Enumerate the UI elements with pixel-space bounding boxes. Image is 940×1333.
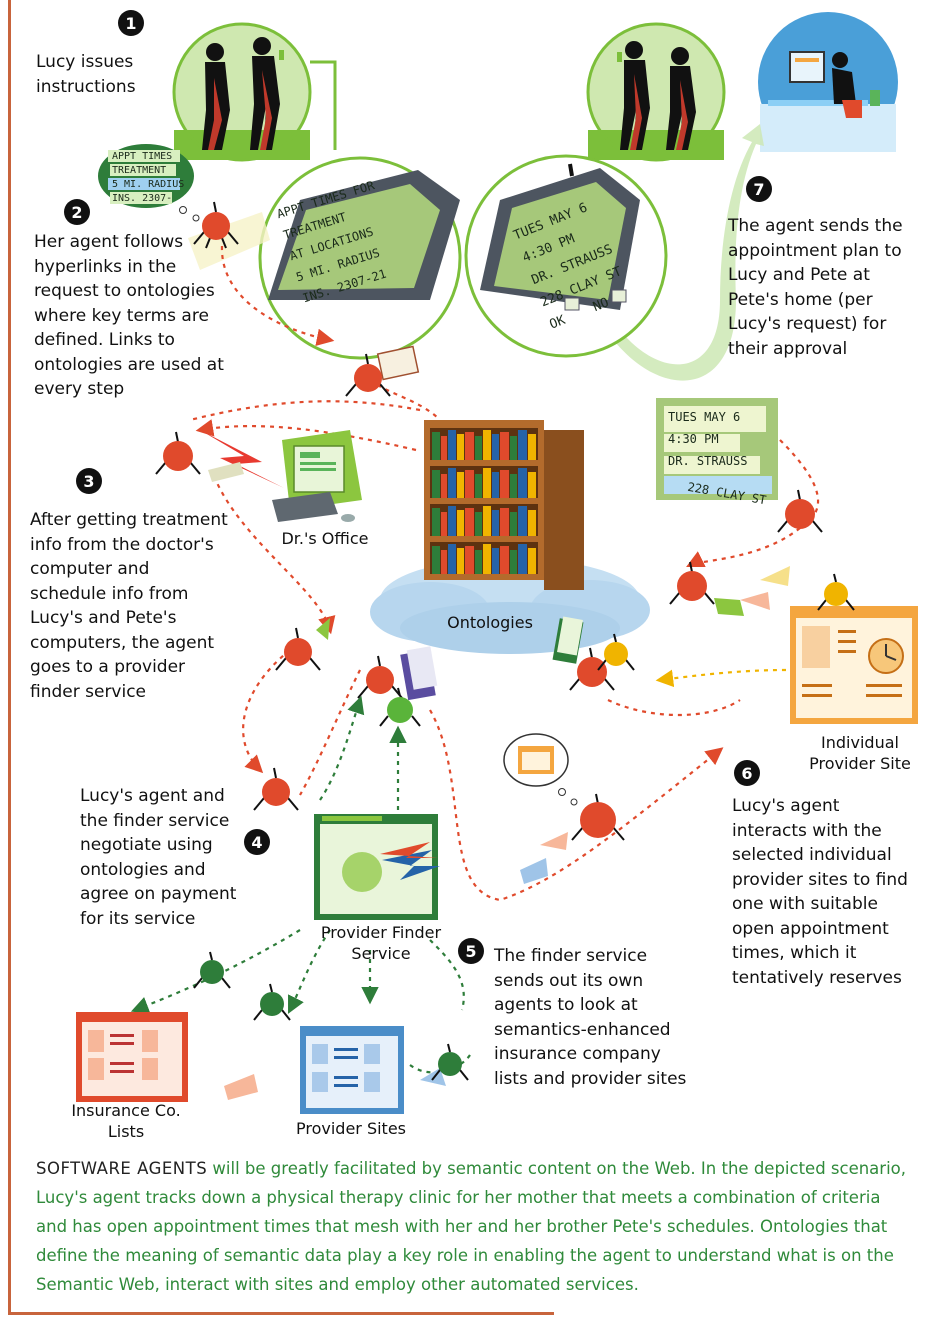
green-agent: [253, 983, 291, 1021]
thought-line-3: 5 MI. RADIUS: [112, 179, 185, 190]
yellow-agent: [597, 633, 635, 671]
caption-lead: SOFTWARE AGENTS: [36, 1159, 208, 1178]
step-4-text: Lucy's agent and the finder service nego…: [80, 786, 237, 929]
ontologies-label: Ontologies: [447, 613, 533, 632]
thought-line-4: INS. 2307-: [112, 193, 173, 204]
red-agent: [569, 647, 615, 691]
no-option: NO: [591, 295, 612, 316]
yellow-agent: [817, 573, 855, 611]
provider-finder-service-label: Provider Finder Service: [320, 923, 442, 963]
appointment-note-card: [656, 398, 778, 500]
lucy-and-pete-vignette: [586, 22, 726, 162]
thought-line-2: TREATMENT: [112, 165, 167, 176]
green-agent: [379, 687, 421, 727]
reply-device-magnifier: [464, 154, 668, 358]
individual-provider-site-window: [790, 606, 918, 724]
frame-left-border: [8, 0, 11, 1315]
petes-home-office-vignette: [758, 12, 898, 152]
step-6-badge: 6: [734, 760, 760, 786]
step-1-badge: 1: [118, 10, 144, 36]
frame-bottom-border: [8, 1312, 554, 1315]
insurance-lists-window: [76, 1012, 188, 1102]
ontologies-bookcase: [424, 420, 584, 590]
note-card-text: TUES MAY 6 4:30 PM DR. STRAUSS 228 CLAY …: [668, 406, 769, 507]
agent-path-yellow: [655, 668, 787, 688]
agent-thought-bubble: [98, 144, 200, 222]
agent-paths-red: [189, 245, 820, 902]
red-agent: [357, 655, 403, 699]
individual-provider-site-label: Individual Provider Site: [809, 733, 911, 773]
red-agent: [155, 431, 201, 475]
step-6-text: Lucy's agent interacts with the selected…: [732, 796, 908, 988]
dr-office-label: Dr.'s Office: [281, 529, 369, 548]
step-3-text: After getting treatment info from the do…: [30, 510, 228, 702]
red-agent: [669, 561, 715, 605]
provider-sites-label: Provider Sites: [295, 1119, 406, 1138]
step-2-badge: 2: [64, 199, 90, 225]
green-agent: [193, 951, 231, 989]
red-agent: [193, 201, 239, 249]
delivery-arrow: [612, 124, 764, 381]
figure-caption: SOFTWARE AGENTS will be greatly facilita…: [36, 1154, 916, 1299]
step-2-text: Her agent follows hyperlinks in the requ…: [34, 232, 224, 399]
document-icons: [208, 345, 790, 1100]
step-4-badge: 4: [244, 829, 270, 855]
thought-bubble-screen: APPT TIMES TREATMENT 5 MI. RADIUS INS. 2…: [112, 150, 184, 206]
provider-list-thought-bubble: [503, 733, 578, 806]
note-line-3: DR. STRAUSS: [668, 454, 748, 468]
step-7-text: The agent sends the appointment plan to …: [728, 216, 903, 359]
note-line-2: 4:30 PM: [668, 432, 719, 446]
green-agent: [431, 1043, 469, 1081]
step-3-badge: 3: [76, 468, 102, 494]
step-5-badge: 5: [458, 938, 484, 964]
request-device-magnifier: [188, 156, 462, 360]
red-agent: [345, 353, 391, 397]
step-1-text: Lucy issues instructions: [36, 52, 136, 97]
agent-paths-green: [130, 695, 471, 1074]
red-agent: [253, 767, 299, 811]
note-line-1: TUES MAY 6: [668, 410, 741, 424]
step-7-badge: 7: [746, 176, 772, 202]
step-5-text: The finder service sends out its own age…: [494, 946, 687, 1089]
dr-office-computer: [200, 430, 362, 522]
red-agent: [571, 793, 625, 841]
caption-body: will be greatly facilitated by semantic …: [36, 1159, 907, 1294]
thought-line-1: APPT TIMES: [112, 151, 173, 162]
insurance-lists-label: Insurance Co. Lists: [71, 1101, 181, 1141]
red-agent: [275, 627, 321, 671]
provider-finder-service-window: [314, 814, 440, 920]
red-agent: [777, 489, 823, 533]
provider-sites-window: [300, 1026, 404, 1114]
lucy-and-mother-vignette: [172, 22, 312, 162]
